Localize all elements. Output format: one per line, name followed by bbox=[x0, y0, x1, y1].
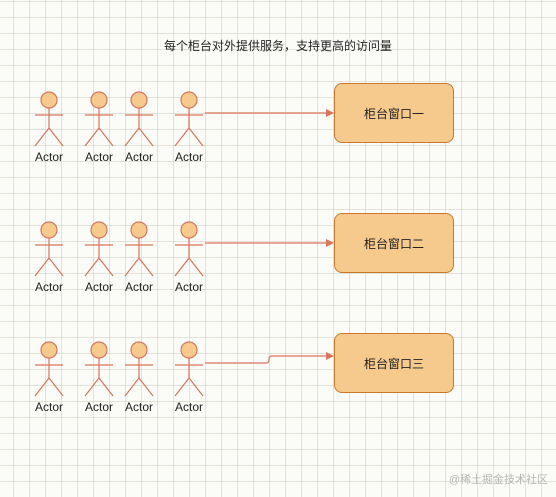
actor-figure-r1-a1 bbox=[34, 91, 64, 147]
counter-box-2: 柜台窗口二 bbox=[334, 213, 454, 273]
arrow-row-3 bbox=[205, 352, 334, 364]
actor-figure-r1-a2 bbox=[84, 91, 114, 147]
actor-label: Actor bbox=[124, 150, 153, 164]
actor-figure-r2-a3 bbox=[124, 221, 154, 277]
diagram-title: 每个柜台对外提供服务，支持更高的访问量 bbox=[163, 39, 392, 53]
actor-figure-r1-a4 bbox=[174, 91, 204, 147]
watermark: @稀土掘金技术社区 bbox=[448, 474, 548, 486]
actor-label: Actor bbox=[124, 280, 153, 294]
actor-figure-r2-a2 bbox=[84, 221, 114, 277]
actor-label: Actor bbox=[34, 280, 63, 294]
actor-label: Actor bbox=[34, 150, 63, 164]
actor-figure-r2-a1 bbox=[34, 221, 64, 277]
actor-label: Actor bbox=[174, 280, 203, 294]
actor-label: Actor bbox=[84, 400, 113, 414]
actor-figure-r3-a4 bbox=[174, 341, 204, 397]
actor-figure-r3-a3 bbox=[124, 341, 154, 397]
actor-figure-r2-a4 bbox=[174, 221, 204, 277]
actor-label: Actor bbox=[84, 280, 113, 294]
actor-label: Actor bbox=[174, 150, 203, 164]
actor-label: Actor bbox=[174, 400, 203, 414]
actor-figure-r3-a2 bbox=[84, 341, 114, 397]
actor-label: Actor bbox=[124, 400, 153, 414]
counter-box-1: 柜台窗口一 bbox=[334, 83, 454, 143]
actor-label: Actor bbox=[34, 400, 63, 414]
actor-label: Actor bbox=[84, 150, 113, 164]
counter-box-3: 柜台窗口三 bbox=[334, 333, 454, 393]
actor-figure-r3-a1 bbox=[34, 341, 64, 397]
actor-figure-r1-a3 bbox=[124, 91, 154, 147]
